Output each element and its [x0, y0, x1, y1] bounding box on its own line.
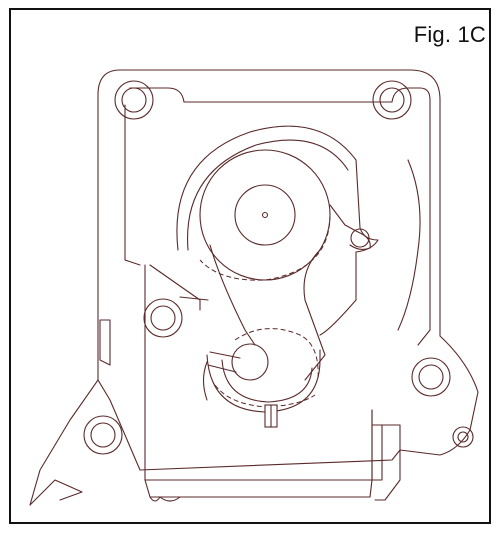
- cam-housing: [176, 125, 379, 336]
- bolt-holes: [83, 80, 474, 455]
- hidden-disk-edge: [199, 214, 331, 281]
- lever-arm: [209, 204, 371, 381]
- bottom-feet: [149, 496, 181, 502]
- right-bulge: [397, 159, 421, 331]
- figure-label: Fig. 1C: [413, 22, 486, 47]
- lower-cam: [206, 328, 321, 428]
- figure-frame: [9, 8, 491, 524]
- upper-hub: [234, 184, 296, 246]
- pump-body: [144, 264, 401, 498]
- upper-disk: [199, 149, 331, 281]
- upper-center-point: [261, 211, 269, 219]
- housing-outer: [97, 69, 479, 471]
- left-extension: [29, 319, 111, 506]
- right-bracket: [371, 424, 401, 501]
